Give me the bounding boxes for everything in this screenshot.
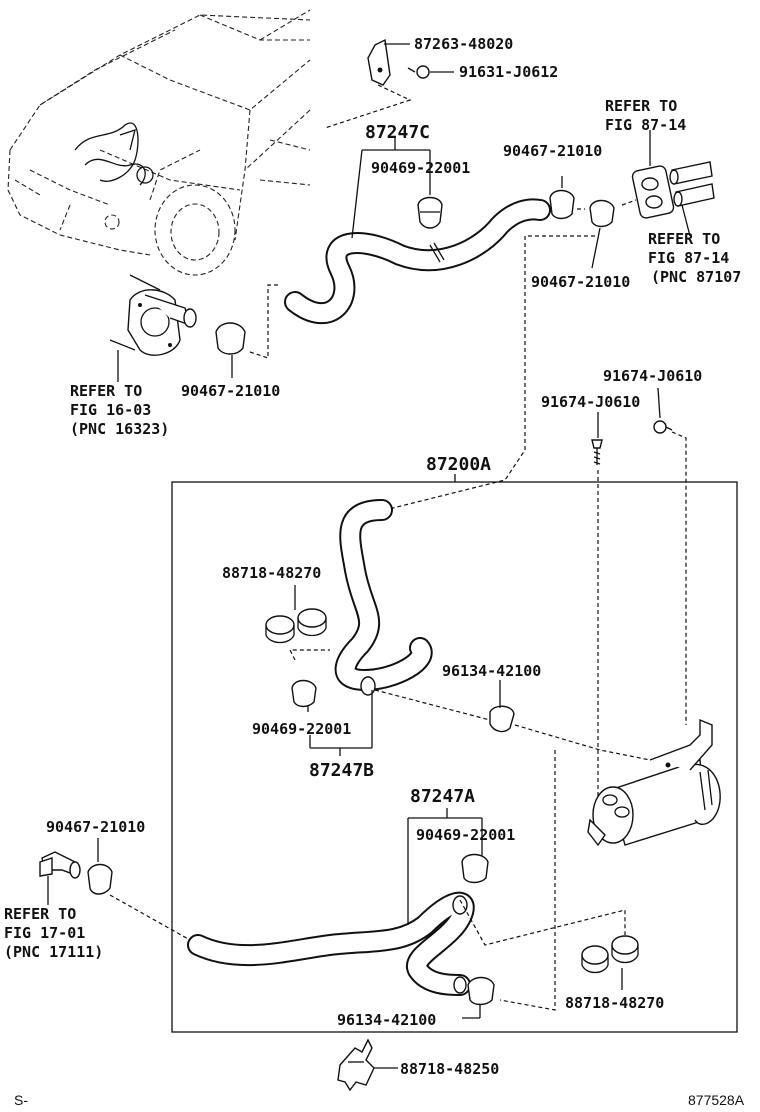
- reservoir-tank: [499, 718, 721, 1011]
- corner-left-text: S-: [14, 1092, 28, 1108]
- bracket-88718-48250: [337, 1038, 398, 1092]
- fitting-fig17-01: [39, 851, 81, 905]
- hose-87247C: [284, 138, 551, 325]
- hose-87247A: [187, 808, 483, 996]
- clamp-90469-c: [417, 196, 443, 229]
- label-96134-42100-b: 96134-42100: [337, 1011, 436, 1029]
- label-90467-21010-top: 90467-21010: [503, 142, 602, 160]
- label-87247A: 87247A: [410, 786, 475, 807]
- label-90467-21010-left: 90467-21010: [181, 382, 280, 400]
- label-refer-fig8714-b-2: FIG 87-14: [648, 249, 729, 267]
- clamp-88718-b: [581, 935, 639, 990]
- label-90467-21010-mid: 90467-21010: [531, 273, 630, 291]
- label-88718-48250: 88718-48250: [400, 1060, 499, 1078]
- label-87247B: 87247B: [309, 760, 374, 781]
- label-refer-fig1701-2: FIG 17-01: [4, 924, 85, 942]
- clamp-90469-a: [461, 853, 489, 884]
- clamp-90467-top: [549, 176, 575, 220]
- label-87263-48020: 87263-48020: [414, 35, 513, 53]
- vehicle-sketch: [7, 9, 311, 276]
- label-87200A: 87200A: [426, 454, 491, 475]
- leader-88718-b: [459, 899, 626, 946]
- bolt-91674-b: [653, 387, 687, 725]
- label-refer-fig1603-1: REFER TO: [70, 382, 142, 400]
- clamp-90467-mid: [577, 199, 637, 269]
- label-88718-48270-a: 88718-48270: [222, 564, 321, 582]
- label-90469-22001-b: 90469-22001: [252, 720, 351, 738]
- clamp-88718-a: [265, 585, 327, 644]
- label-refer-fig1701-1: REFER TO: [4, 905, 76, 923]
- clamp-96134-b: [462, 976, 495, 1019]
- label-90469-22001-c: 90469-22001: [371, 159, 470, 177]
- label-refer-fig1603-2: FIG 16-03: [70, 401, 151, 419]
- label-91631-J0612: 91631-J0612: [459, 63, 558, 81]
- callout-labels: 87263-48020 91631-J0612 87247C 90469-220…: [4, 35, 745, 1108]
- label-91674-J0610-b: 91674-J0610: [541, 393, 640, 411]
- grommet-fig87-14: [631, 130, 715, 237]
- label-refer-fig8714-b-3: (PNC 87107: [651, 268, 741, 286]
- label-refer-fig8714-a-2: FIG 87-14: [605, 116, 686, 134]
- leader-88718-a: [289, 649, 330, 661]
- clamp-90467-bl: [87, 838, 191, 941]
- label-88718-48270-b: 88718-48270: [565, 994, 664, 1012]
- label-90467-21010-bl: 90467-21010: [46, 818, 145, 836]
- label-96134-42100-a: 96134-42100: [442, 662, 541, 680]
- label-refer-fig8714-b-1: REFER TO: [648, 230, 720, 248]
- label-87247C: 87247C: [365, 122, 430, 143]
- leader-87200A-hose: [384, 235, 595, 511]
- label-refer-fig8714-a-1: REFER TO: [605, 97, 677, 115]
- label-91674-J0610-a: 91674-J0610: [603, 367, 702, 385]
- clamp-96134-a: [489, 680, 651, 761]
- leader-96134-a: [374, 689, 491, 721]
- bolt-91674-a: [591, 412, 603, 800]
- outlet-fig16-03: [109, 274, 197, 382]
- diagram-id: 877528A: [688, 1092, 745, 1108]
- bracket-87263: [324, 38, 412, 129]
- hose-87247B: [334, 499, 433, 748]
- label-90469-22001-a: 90469-22001: [416, 826, 515, 844]
- label-refer-fig1603-3: (PNC 16323): [70, 420, 169, 438]
- clamp-90467-left: [215, 284, 280, 378]
- label-refer-fig1701-3: (PNC 17111): [4, 943, 103, 961]
- clamp-90469-b: [291, 679, 372, 756]
- bolt-91631: [407, 65, 454, 79]
